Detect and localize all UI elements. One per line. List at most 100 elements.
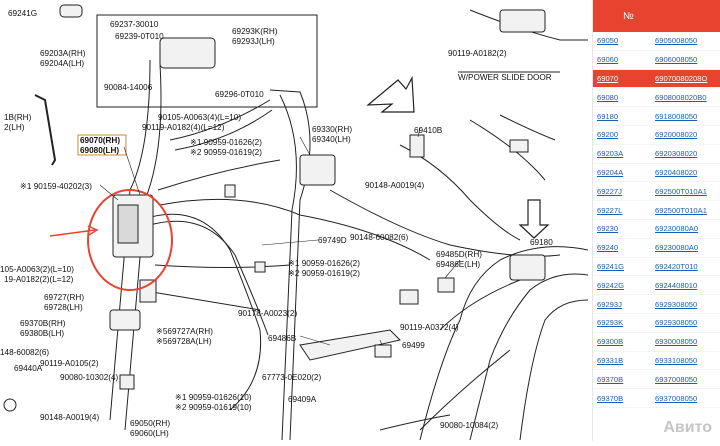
part-number-link[interactable]: 692500T010A1	[655, 186, 707, 196]
label-90148-a0019-4: 90148-A0019(4)	[40, 413, 99, 422]
lock-mechanism	[117, 204, 139, 244]
label-2-lh: 2(LH)	[4, 123, 25, 132]
direction-arrow-1	[366, 75, 415, 113]
part-number-link[interactable]: 6937008050	[655, 374, 698, 384]
part-code-link[interactable]: 69331B	[597, 355, 624, 365]
bracket-69727	[139, 279, 157, 303]
part-69486b	[299, 329, 401, 361]
parts-list-row: 69241G 692420T010	[593, 258, 720, 277]
part-code-link[interactable]: 69050	[597, 36, 619, 46]
part-69050	[119, 374, 135, 390]
parts-list-row: 69227L 692500T010A1	[593, 201, 720, 220]
part-code-link[interactable]: 69242G	[597, 280, 625, 290]
label-90159: ※1 90159-40202(3)	[20, 182, 92, 191]
part-number-link[interactable]: 692420T010	[655, 261, 698, 271]
part-code-link[interactable]: 69060	[597, 55, 619, 65]
highlight-circle	[87, 189, 173, 291]
parts-list-row: 69050 6905008050	[593, 32, 720, 51]
parts-list-header: №	[593, 0, 720, 32]
parts-list-row: 69331B 6933108050	[593, 352, 720, 371]
part-number-link[interactable]: 6930008050	[655, 337, 698, 347]
part-number-link[interactable]: 692500T010A1	[655, 205, 707, 215]
part-number-link[interactable]: 6929308050	[655, 299, 698, 309]
part-code-link[interactable]: 69080	[597, 92, 619, 102]
highlight-arrowhead	[87, 225, 99, 236]
label-s2-b: ※2 90959-01619(2)	[288, 269, 360, 278]
part-number-link[interactable]: 6908008020B0	[655, 92, 707, 102]
label-105a: 105-A0063(2)(L=10)	[0, 265, 74, 274]
label-90105: 90105-A0063(4)(L=10)	[158, 113, 241, 122]
label-69080: 69080(LH)	[80, 146, 119, 155]
part-code-link[interactable]: 69203A	[597, 149, 624, 159]
label-90119-a0182-2: 90119-A0182(2)	[448, 49, 507, 58]
part-code-link[interactable]: 69293K	[597, 318, 624, 328]
label-s2-01619: ※2 90959-01619(2)	[190, 148, 262, 157]
parts-list-row: 69300B 6930008050	[593, 333, 720, 352]
part-code-link[interactable]: 69180	[597, 111, 619, 121]
parts-list-row: 69227J 692500T010A1	[593, 182, 720, 202]
part-number-link[interactable]: 6920008020	[655, 130, 698, 140]
part-code-link[interactable]: 69240	[597, 243, 619, 253]
part-code-link[interactable]: 69227J	[597, 186, 622, 196]
part-code-link[interactable]: 69230	[597, 224, 619, 234]
exploded-view-drawing: 69241G 69203A(RH) 69204A(LH) 1B(RH) 2(LH…	[0, 4, 589, 441]
highlight-arrow	[49, 229, 96, 237]
part-code-link[interactable]: 69200	[597, 130, 619, 140]
parts-list-row: 69370B 6937008050	[593, 389, 720, 408]
part-number-link[interactable]: 69230080A0	[655, 243, 699, 253]
label-69486e: 69486E(LH)	[436, 260, 480, 269]
label-69241g: 69241G	[8, 9, 37, 18]
direction-arrow-2	[518, 199, 550, 239]
part-number-link[interactable]: 6924408010	[655, 280, 698, 290]
part-69485d	[437, 277, 455, 293]
parts-list-row: 69080 6908008020B0	[593, 88, 720, 108]
upper-latch	[499, 9, 546, 33]
label-90119-a0182-4: 90119-A0182(4)(L=12)	[142, 123, 225, 132]
part-code-link[interactable]: 69300B	[597, 337, 624, 347]
label-1b-rh: 1B(RH)	[4, 113, 32, 122]
part-number-link[interactable]: 6920408020	[655, 167, 698, 177]
label-69050: 69050(RH)	[130, 419, 170, 428]
part-number-link[interactable]: 6920308020	[655, 149, 698, 159]
parts-list-row: 69180 6918008050	[593, 107, 720, 126]
label-wpower: W/POWER SLIDE DOOR	[458, 73, 552, 82]
part-code-link[interactable]: 69241G	[597, 261, 625, 271]
part-number-link[interactable]: 69230080A0	[655, 224, 699, 234]
part-number-link[interactable]: 6906008050	[655, 55, 698, 65]
outside-handle	[159, 37, 216, 69]
label-69180: 69180	[530, 238, 553, 247]
part-code-link[interactable]: 69070	[597, 73, 619, 83]
label-90178: 90178-A0023(2)	[238, 309, 297, 318]
label-69204a: 69204A(LH)	[40, 59, 84, 68]
part-code-link[interactable]: 69293J	[597, 299, 622, 309]
parts-list-row: 69203A 6920308020	[593, 145, 720, 164]
part-number-link[interactable]: 6937008050	[655, 393, 698, 403]
parts-list-row: 69204A 6920408020	[593, 164, 720, 183]
parts-list-row: 69240 69230080A0	[593, 239, 720, 258]
label-90119-a0372: 90119-A0372(4)	[400, 323, 459, 332]
part-69180	[509, 254, 546, 281]
car-body	[399, 144, 589, 441]
detail-box-handle	[96, 14, 318, 108]
parts-list-row: 69200 6920008020	[593, 126, 720, 145]
part-number-link[interactable]: 6918008050	[655, 111, 698, 121]
label-90119-a0105: 90119-A0105(2)	[40, 359, 99, 368]
part-number-link[interactable]: 6929308050	[655, 318, 698, 328]
part-number-link[interactable]: 6933108050	[655, 355, 698, 365]
label-69370b: 69370B(RH)	[20, 319, 66, 328]
part-69241g	[59, 4, 83, 18]
latch-69330	[299, 154, 336, 186]
label-90148-a0019: 90148-A0019(4)	[365, 181, 424, 190]
part-number-link[interactable]: 6905008050	[655, 36, 698, 46]
part-number-link[interactable]: 69070080208O	[655, 73, 708, 83]
part-code-link[interactable]: 69204A	[597, 167, 624, 177]
label-69060: 69060(LH)	[130, 429, 169, 438]
part-code-link[interactable]: 69227L	[597, 205, 623, 215]
parts-list: 69050 6905008050 69060 6906008050 69070 69070…	[593, 32, 720, 408]
part-code-link[interactable]: 69370B	[597, 374, 624, 384]
label-90084: 90084-14006	[104, 83, 153, 92]
label-69727: 69727(RH)	[44, 293, 84, 302]
power-slide-part	[509, 139, 529, 153]
part-69499	[374, 344, 392, 358]
part-code-link[interactable]: 69370B	[597, 393, 624, 403]
